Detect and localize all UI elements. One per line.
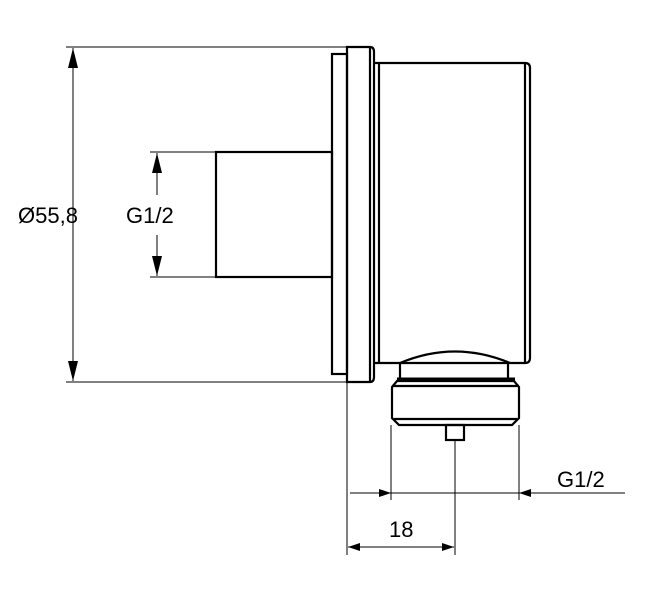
outlet-cap: [399, 350, 511, 365]
inlet-thread-label: G1/2: [126, 203, 174, 228]
part-outline: [214, 45, 532, 442]
inlet-pipe: [214, 150, 334, 279]
dimensions: [66, 46, 625, 555]
outlet-thread-label: G1/2: [557, 467, 605, 492]
outlet-pin: [444, 423, 466, 442]
wall-plate: [330, 52, 349, 376]
outlet-nut: [390, 379, 521, 427]
body: [374, 61, 532, 365]
offset-label: 18: [389, 517, 413, 542]
outlet-neck: [398, 363, 510, 378]
diameter-label: Ø55,8: [18, 203, 78, 228]
